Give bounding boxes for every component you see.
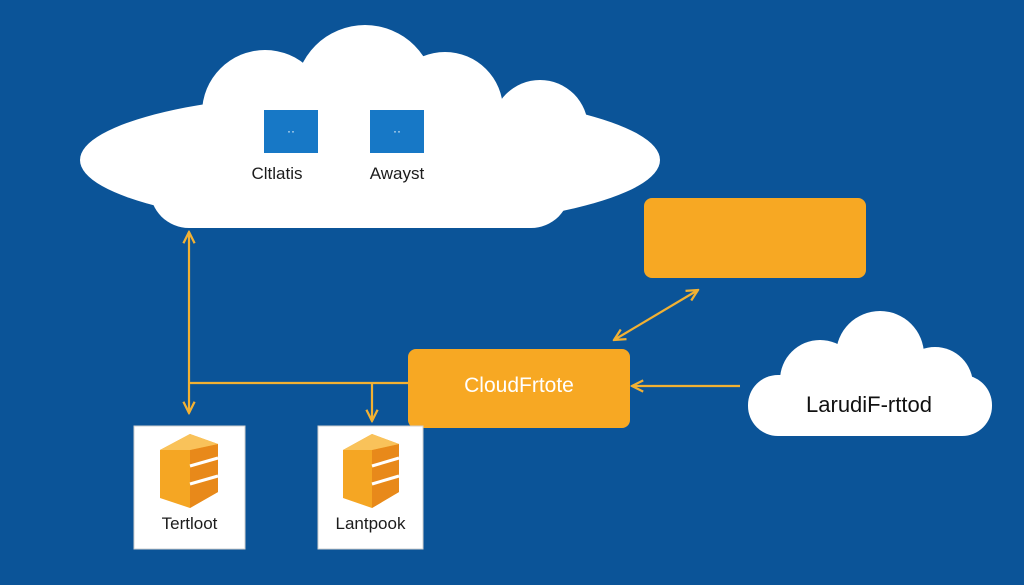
service-label-2: Awayst xyxy=(369,164,425,183)
node-label-1: Tertloot xyxy=(161,514,218,533)
service-icon: ·· xyxy=(287,124,295,138)
right-cloud-label: LarudiF-rttod xyxy=(806,392,932,417)
center-box xyxy=(408,349,630,428)
node-label-2: Lantpook xyxy=(335,514,406,533)
center-box-label: CloudFrtote xyxy=(464,374,574,397)
server-stack-icon xyxy=(160,434,219,508)
service-icon: ·· xyxy=(393,124,401,138)
right-cloud xyxy=(748,311,992,436)
service-tile-2: ·· xyxy=(370,110,424,153)
service-label-1: Cltlatis xyxy=(251,164,303,183)
connectors xyxy=(189,232,740,421)
arrow-diagonal xyxy=(614,290,698,340)
server-stack-icon xyxy=(343,434,400,508)
service-tile-1: ·· xyxy=(264,110,318,153)
orange-box xyxy=(644,198,866,278)
